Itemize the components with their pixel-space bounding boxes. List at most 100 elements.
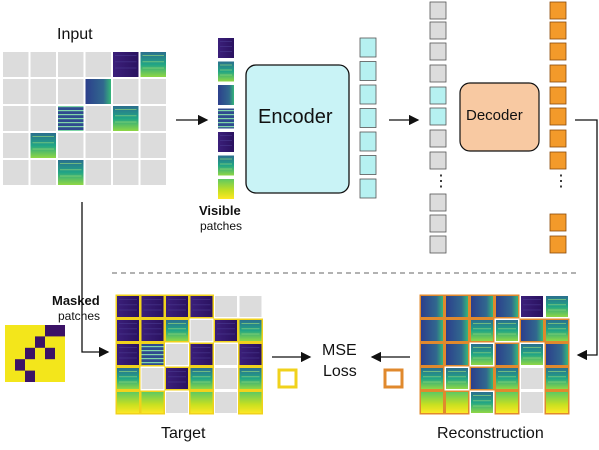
input-patch [3,52,29,77]
input-patch [85,106,111,131]
decoder-input-token [429,235,447,254]
input-patch [140,160,166,185]
target-patch [115,390,141,415]
decoder-input-token [429,151,447,170]
visible-patch [218,108,234,129]
target-patch [215,296,237,317]
arrow-decoder-to-reconstruction [575,119,598,361]
decoder-output-token [549,235,567,254]
decoder-input-token [429,64,447,83]
target-patch [115,294,141,319]
input-patch [58,52,84,77]
input-patch [140,133,166,158]
target-patch [115,366,141,391]
decoder-input-token [429,86,447,105]
input-patch [58,133,84,158]
decoder-output-token [549,151,567,170]
recon-patch [521,344,543,365]
target-patch [215,368,237,389]
input-patch [3,133,29,158]
recon-patch [496,320,518,341]
recon-patch [519,318,545,343]
input-patch [140,79,166,104]
target-patch [140,294,165,319]
input-patch [140,52,166,77]
decoder-input-token [429,21,447,40]
recon-patch [494,366,520,391]
input-patch [30,106,56,131]
recon-patch [419,318,445,343]
recon-patch [494,342,520,367]
input-patch [30,52,56,77]
visible-bold-label: Visible [199,203,241,218]
decoder-box [459,82,540,152]
recon-patch [419,294,445,319]
encoder-token [359,108,377,128]
arrow-input-to-target [81,202,110,358]
recon-patch [544,366,570,391]
visible-patch [218,179,234,199]
decoder-output-token [549,86,567,105]
recon-patch [471,392,493,413]
decoder-output-ellipsis: ⋮ [553,173,569,190]
decoder-output-token [549,21,567,40]
decoder-output-tokens [549,1,567,254]
target-patch [238,318,263,343]
target-patch [189,294,214,319]
input-grid [3,52,166,185]
target-patch [215,344,237,365]
recon-patch [446,368,468,389]
target-grid [115,294,263,415]
input-patch [113,106,139,131]
encoder-token [359,61,377,81]
recon-patch [494,294,520,319]
target-patch [239,296,262,317]
recon-patch [471,344,493,365]
visible-sub-label: patches [200,219,243,233]
recon-patch [469,294,495,319]
target-patch [140,318,165,343]
target-patch [238,390,263,415]
input-patch [113,133,139,158]
recon-patch [444,390,470,415]
target-patch [140,342,165,367]
decoder-input-ellipsis: ⋮ [433,173,449,190]
target-label: Target [161,425,206,442]
target-patch [164,318,190,343]
masked-bold-label: Masked [52,293,100,308]
decoder-input-tokens [429,1,447,254]
input-patch [85,133,111,158]
decoder-output-token [549,42,567,61]
encoder-label: Encoder [258,106,333,128]
target-patch [189,342,214,367]
target-patch [140,390,165,415]
target-patch [215,392,237,413]
recon-patch [521,368,543,389]
visible-patch [218,38,234,58]
target-patch [190,320,213,341]
decoder-output-token [549,129,567,148]
input-patch [85,52,111,77]
input-patch [58,160,84,185]
decoder-input-token [429,1,447,20]
encoder-output-tokens [359,37,377,199]
target-patch [238,342,263,367]
recon-patch [419,390,445,415]
visible-patch-strip [218,38,234,199]
decoder-output-token [549,1,567,20]
visible-patch [218,61,234,82]
recon-patch [469,366,495,391]
recon-patch [544,318,570,343]
input-patch [113,160,139,185]
input-patch [140,106,166,131]
input-patch [113,79,139,104]
visible-patch [218,132,234,152]
target-patch [164,366,190,391]
recon-patch [419,366,445,391]
target-patch [189,366,214,391]
mask-grid [5,325,65,382]
decoder-output-token [549,64,567,83]
recon-patch [444,342,470,367]
input-patch [3,160,29,185]
target-patch [213,318,239,343]
